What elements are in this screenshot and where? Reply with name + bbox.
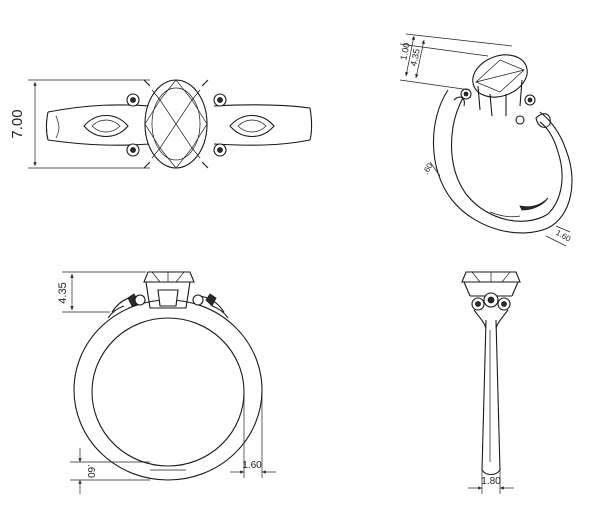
side-view: 1.80 — [461, 271, 521, 494]
isometric-view: 1.00 4.35 .60 1.60 — [398, 33, 573, 247]
iso-head — [453, 54, 551, 128]
front-head — [107, 271, 229, 319]
marquise-stone-right — [229, 114, 275, 138]
dim-iso-60: .60 — [421, 161, 435, 176]
dim-front-160: 1.60 — [242, 460, 262, 471]
front-view: 4.35 .60 1.60 — [57, 271, 276, 494]
top-view: 7.00 — [9, 79, 313, 169]
dim-side-180: 1.80 — [481, 476, 501, 487]
accent-stones — [126, 93, 227, 157]
dim-iso-435: 4.35 — [408, 48, 421, 67]
dim-front-60: .60 — [85, 464, 96, 478]
dim-front-435: 4.35 — [57, 282, 69, 303]
marquise-stone-left — [83, 114, 129, 138]
dim-top-7: 7.00 — [9, 109, 26, 138]
dim-iso-1: 1.00 — [398, 42, 411, 61]
center-oval-stone — [143, 79, 209, 169]
